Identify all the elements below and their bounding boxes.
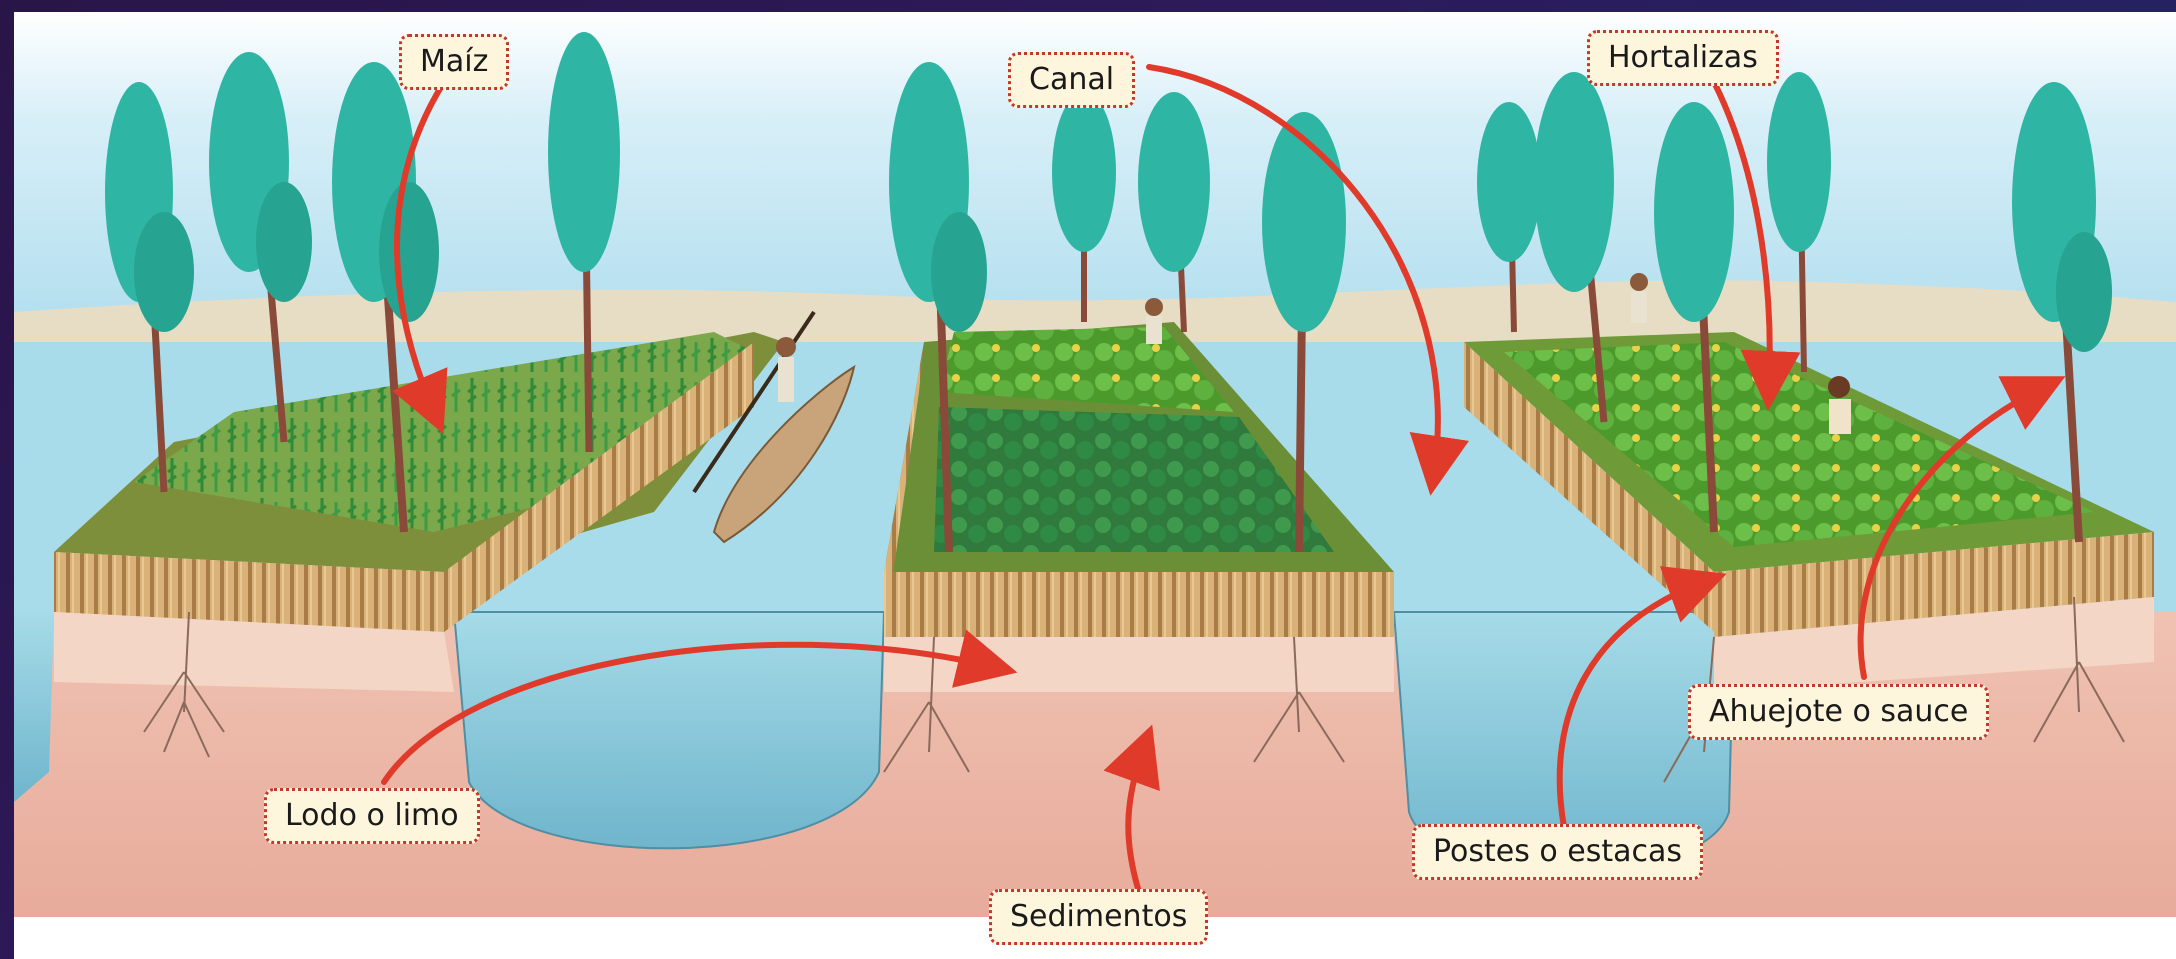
canoe-person [776,337,796,402]
label-postes: Postes o estacas [1412,824,1703,880]
person-right-back [1630,273,1648,323]
label-maiz: Maíz [399,34,509,90]
label-canal: Canal [1008,52,1135,108]
label-sedimentos: Sedimentos [989,889,1208,945]
person-right-front [1828,376,1851,434]
label-lodo: Lodo o limo [264,788,480,844]
label-hortalizas: Hortalizas [1587,30,1779,86]
chinampa-2-wall-front [884,572,1394,637]
chinampa-2-earth [884,637,1394,692]
label-ahuejote: Ahuejote o sauce [1688,684,1989,740]
diagram-frame: Maíz Canal Hortalizas Lodo o limo Sedime… [14,12,2176,959]
person-center [1145,298,1163,344]
